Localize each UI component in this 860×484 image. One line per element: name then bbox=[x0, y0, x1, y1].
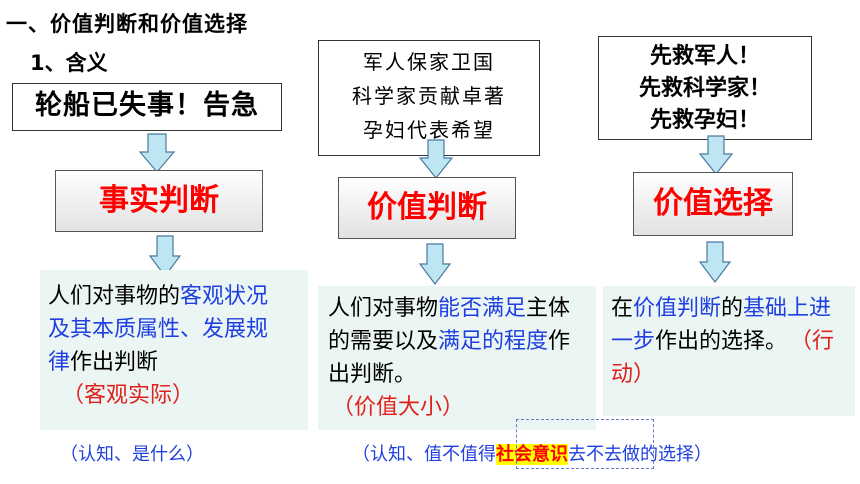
page-title: 一、价值判断和价值选择 bbox=[6, 12, 248, 36]
definition-text: 人们对事物的客观状况及其本质属性、发展规律作出判断 bbox=[48, 280, 286, 379]
definition-part-emphasis: 客观状况及其本质属性、发展规律 bbox=[48, 284, 269, 375]
definition-note: （行动） bbox=[611, 329, 835, 387]
scenario-box-shipwreck: 轮船已失事！告急 bbox=[12, 83, 282, 131]
value-judgment-definition: 人们对事物能否满足主体的需要以及满足的程度作出判断。 （价值大小） bbox=[318, 286, 596, 430]
scenario-line: 先救科学家！ bbox=[638, 76, 771, 101]
definition-note: （客观实际） bbox=[62, 383, 195, 408]
definition-part: 的 bbox=[721, 296, 744, 321]
social-consciousness-highlight: 社会意识 bbox=[496, 444, 568, 465]
definition-part-emphasis: 基础上进一步 bbox=[611, 296, 832, 354]
definition-part: 人们对事物 bbox=[328, 296, 439, 321]
section-subtitle: 1、含义 bbox=[30, 51, 108, 75]
definition-part-emphasis: 满足的程度 bbox=[438, 329, 549, 354]
value-judgment-label: 价值判断 bbox=[367, 190, 487, 225]
value-judgment-box: 价值判断 bbox=[338, 177, 516, 239]
scenario-text: 轮船已失事！告急 bbox=[35, 90, 259, 121]
highlight-frame bbox=[516, 419, 654, 469]
fact-judgment-definition: 人们对事物的客观状况及其本质属性、发展规律作出判断 （客观实际） bbox=[40, 270, 308, 430]
fact-judgment-label: 事实判断 bbox=[99, 183, 219, 218]
definition-part: 主体的需要以及 bbox=[328, 296, 571, 354]
scenario-line: 先救军人！ bbox=[649, 44, 760, 69]
definition-part: 作出判断 bbox=[70, 350, 159, 375]
down-arrow-icon bbox=[698, 135, 734, 175]
definition-part-emphasis: 能否满足 bbox=[438, 296, 527, 321]
down-arrow-icon bbox=[138, 133, 176, 173]
definition-part: 在 bbox=[611, 296, 634, 321]
down-arrow-icon bbox=[418, 139, 454, 179]
bottom-caption-left: （认知、是什么） bbox=[60, 444, 204, 465]
scenario-line: 先救孕妇！ bbox=[649, 108, 760, 133]
fact-judgment-box: 事实判断 bbox=[55, 170, 263, 232]
definition-part: 作出判断。 bbox=[328, 329, 571, 387]
definition-part: 人们对事物的 bbox=[48, 284, 181, 309]
definition-part: 作出的选择。 bbox=[655, 329, 788, 354]
down-arrow-icon bbox=[148, 235, 182, 277]
scenario-line: 军人保家卫国 bbox=[363, 50, 495, 74]
scenario-line: 科学家贡献卓著 bbox=[352, 84, 506, 108]
caption-part: （认知、值不值得 bbox=[352, 444, 496, 465]
scenario-box-rescue: 先救军人！ 先救科学家！ 先救孕妇！ bbox=[598, 36, 812, 140]
definition-part-emphasis: 价值判断 bbox=[633, 296, 722, 321]
scenario-line: 孕妇代表希望 bbox=[363, 118, 495, 142]
caption-part: 去不去做的选择） bbox=[568, 444, 712, 465]
value-choice-box: 价值选择 bbox=[633, 172, 793, 236]
down-arrow-icon bbox=[698, 241, 732, 283]
down-arrow-icon bbox=[418, 243, 452, 285]
definition-note: （价值大小） bbox=[332, 395, 465, 420]
scenario-box-people: 军人保家卫国 科学家贡献卓著 孕妇代表希望 bbox=[318, 40, 540, 156]
bottom-caption-center: （认知、值不值得社会意识去不去做的选择） bbox=[352, 440, 712, 466]
value-choice-definition: 在价值判断的基础上进一步作出的选择。（行动） bbox=[603, 286, 855, 416]
definition-text: 在价值判断的基础上进一步作出的选择。（行动） bbox=[611, 292, 847, 391]
definition-text: 人们对事物能否满足主体的需要以及满足的程度作出判断。 bbox=[328, 292, 590, 391]
value-choice-label: 价值选择 bbox=[653, 186, 773, 221]
